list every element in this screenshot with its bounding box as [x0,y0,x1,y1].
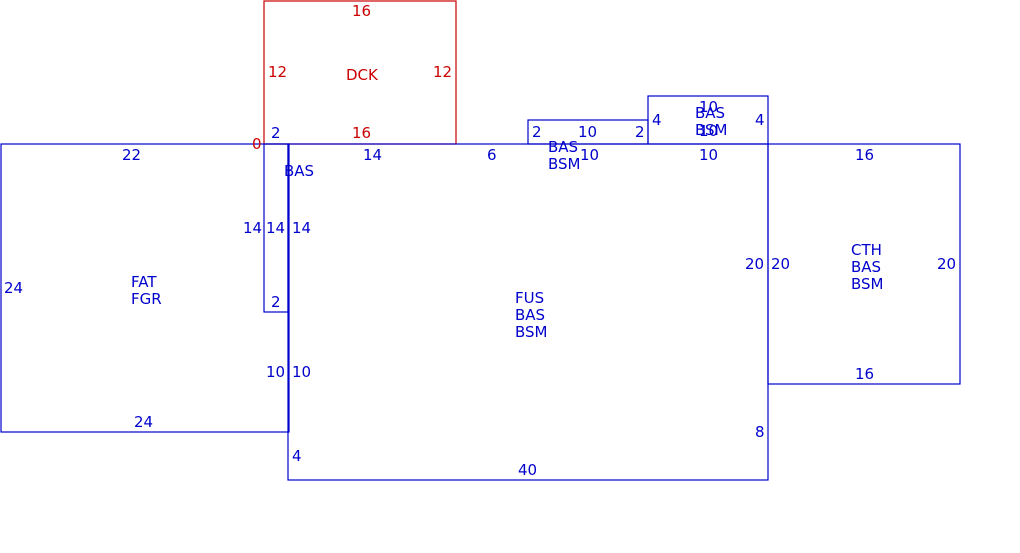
main-left-bottom-dim: 4 [292,447,302,465]
wing-bottom-dim: 16 [855,365,874,383]
main-top-dim-b: 6 [487,146,497,164]
bump-top-label-line2: BSM [695,121,728,139]
wing-label-line1: CTH [851,241,882,259]
main-right-upper-dim: 20 [745,255,764,273]
garage-bottom-dim: 24 [134,413,153,431]
bump-small-left-dim: 2 [532,123,542,141]
strip-top-dim: 2 [271,124,281,142]
wing-top-dim: 16 [855,146,874,164]
main-top-dim-a: 14 [363,146,382,164]
strip-area-label: BAS [284,162,314,180]
garage-top-dim: 22 [122,146,141,164]
bump-top-inner-dim: 10 [699,122,718,140]
wing-right-dim: 20 [937,255,956,273]
bump-top-label-line1: BAS [695,104,725,122]
garage-right-lower-dim: 10 [266,363,285,381]
bump-top-left-dim: 4 [652,111,662,129]
bump-top-bottom-dim: 10 [699,146,718,164]
garage-left-dim: 24 [4,279,23,297]
main-label-line3: BSM [515,323,548,341]
deck-left-dim: 12 [268,63,287,81]
bump-top-outline [647,95,769,145]
strip-bottom-dim: 2 [271,293,281,311]
bump-small-label-line2: BSM [548,155,581,173]
wing-label-line2: BAS [851,258,881,276]
deck-top-dim: 16 [352,2,371,20]
wing-left-dim: 20 [771,255,790,273]
wing-label-line3: BSM [851,275,884,293]
main-right-lower-dim: 8 [755,423,765,441]
bump-small-top-dim: 10 [578,123,597,141]
deck-bottom-dim: 16 [352,124,371,142]
garage-outline [0,143,290,433]
strip-right-dim: 14 [292,219,311,237]
bump-small-label-line1: BAS [548,138,578,156]
main-label-line2: BAS [515,306,545,324]
bump-small-right-dim: 2 [635,123,645,141]
right-wing-outline [767,143,961,385]
deck-area-label: DCK [346,66,379,84]
main-bottom-dim: 40 [518,461,537,479]
bump-small-bottom-dim: 10 [580,146,599,164]
strip-left-dim: 14 [266,219,285,237]
garage-label-line2: FGR [131,290,162,308]
garage-right-upper-dim: 14 [243,219,262,237]
bump-top-right-dim: 4 [755,111,765,129]
main-label-line1: FUS [515,289,544,307]
bump-top-top-dim: 10 [699,98,718,116]
garage-label-line1: FAT [131,273,157,291]
deck-corner-dim: 0 [252,135,262,153]
deck-right-dim: 12 [433,63,452,81]
main-left-lower-dim: 10 [292,363,311,381]
